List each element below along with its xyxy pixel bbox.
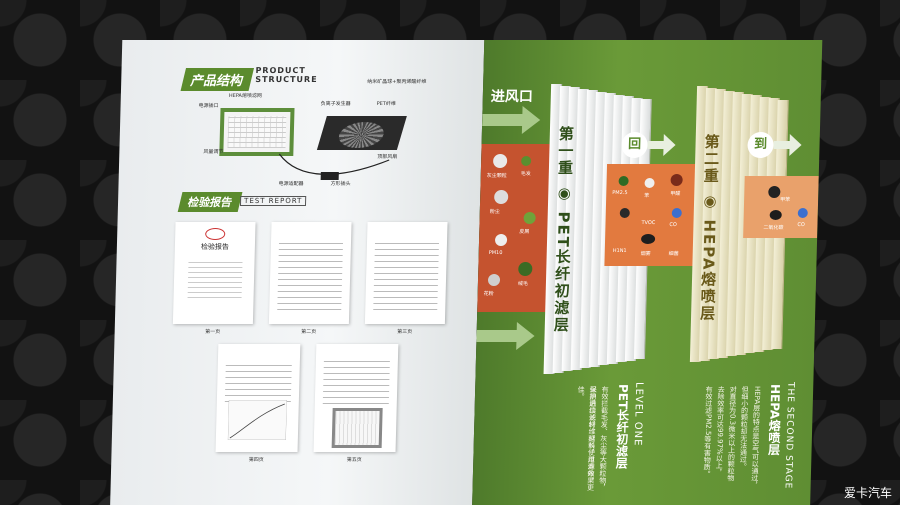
report-caption: 第三页 — [397, 329, 413, 335]
cma-seal-icon — [205, 228, 226, 240]
report-page-1: 检验报告 第一页 — [172, 222, 256, 335]
step-arrow-icon — [773, 134, 802, 156]
particle-label: 苯 — [644, 193, 650, 199]
fine-particles-band: PM2.5 苯 甲醛 TVOC H1N1 CO 烟雾 细菌 — [604, 164, 698, 266]
particle-label: PM10 — [488, 250, 503, 256]
structure-subtitle: PRODUCT STRUCTURE — [255, 66, 318, 84]
particle-label: 烟雾 — [640, 251, 651, 257]
report-title: 检验报告 — [177, 192, 243, 212]
particle-label: 花粉 — [483, 291, 494, 297]
cable-lines — [278, 153, 390, 180]
open-brochure: 产品结构 PRODUCT STRUCTURE HEPA熔喷滤网 电源插口 纳米矿… — [100, 40, 823, 505]
dust-particles-band: 灰尘颗粒 毛发 粉尘 皮屑 PM10 绒毛 花粉 — [477, 144, 552, 312]
report-page-4: 第四页 — [215, 344, 301, 463]
report-page-5: 第五页 — [313, 344, 399, 463]
left-page: 产品结构 PRODUCT STRUCTURE HEPA熔喷滤网 电源插口 纳米矿… — [110, 40, 485, 505]
particle-label: 毛发 — [520, 171, 531, 177]
report-doc-title: 检验报告 — [200, 243, 229, 251]
particle-label: 甲苯 — [780, 197, 791, 203]
particle-label: 灰尘颗粒 — [486, 173, 507, 179]
step-arrow-icon — [647, 134, 676, 156]
particle-label: 皮屑 — [519, 229, 530, 235]
particle-label: H1N1 — [612, 248, 627, 254]
callout-label: 风量调节 — [203, 149, 224, 155]
right-page: 进风口 灰尘颗粒 毛发 粉尘 皮屑 PM10 绒毛 — [472, 40, 823, 505]
particle-label: 细菌 — [668, 251, 679, 257]
report-caption: 第五页 — [346, 457, 362, 463]
particle-label: 粉尘 — [489, 209, 500, 215]
inlet-label: 进风口 — [490, 89, 534, 105]
callout-label: HEPA熔喷滤网 — [228, 93, 262, 99]
particle-label: 绒毛 — [517, 281, 529, 287]
particle-label: CO — [797, 222, 805, 228]
stage-two-cn: HEPA熔喷层 — [766, 384, 783, 456]
particle-label: CO — [669, 222, 677, 228]
gas-particles-band: 甲苯 二氧化碳 CO — [743, 176, 819, 238]
particle-label: PM2.5 — [612, 190, 628, 196]
hepa-filter-photo — [219, 108, 295, 156]
inlet-arrow-icon — [482, 106, 541, 134]
report-caption: 第一页 — [205, 329, 221, 335]
report-page-3: 第三页 — [364, 222, 448, 335]
level-one-desc: 采用进口长纤维材料，过滤效果更佳。 — [576, 386, 598, 491]
callout-label: PET纤维 — [376, 101, 396, 107]
filter-sample-photo — [331, 408, 383, 448]
callout-label: 负离子发生器 — [320, 101, 351, 107]
level-one-en: LEVEL ONE — [631, 382, 645, 447]
report-graph — [227, 400, 287, 440]
purifier-unit-photo — [316, 116, 407, 150]
particle-label: TVOC — [641, 220, 656, 226]
particle-label: 甲醛 — [670, 191, 681, 197]
stage-two-en: THE SECOND STAGE — [782, 382, 796, 490]
fan-icon — [335, 122, 388, 148]
report-caption: 第二页 — [301, 329, 317, 335]
report-caption: 第四页 — [248, 457, 264, 463]
structure-title: 产品结构 — [180, 68, 255, 91]
callout-label: 纳米矿晶球+聚丙烯酸纤维 — [367, 79, 427, 85]
report-subtitle: TEST REPORT — [239, 196, 307, 206]
callout-label: 电源插口 — [198, 103, 219, 109]
report-page-2: 第二页 — [268, 222, 352, 335]
inlet-arrow-icon — [476, 322, 535, 350]
particle-label: 二氧化碳 — [763, 225, 784, 231]
level-one-cn: PET长纤初滤层 — [614, 384, 631, 470]
site-watermark: 爱卡汽车 — [843, 486, 892, 500]
